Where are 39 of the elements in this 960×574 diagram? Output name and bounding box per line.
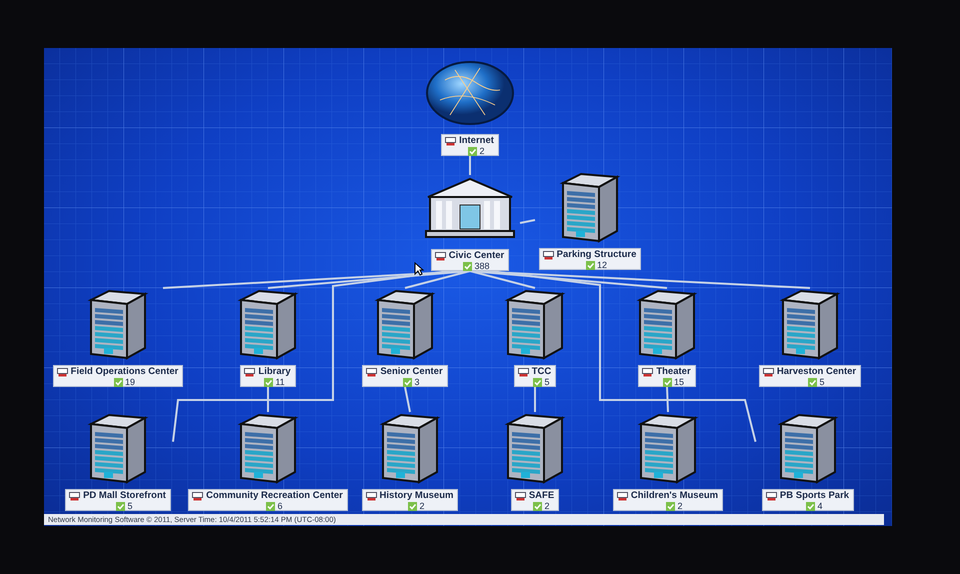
network-link — [469, 156, 471, 175]
sensor-count: 2 — [479, 146, 484, 156]
network-link — [666, 386, 669, 412]
device-name: History Museum — [380, 491, 454, 501]
sensor-count: 4 — [817, 501, 822, 511]
sensor-count: 15 — [674, 377, 684, 387]
network-link — [470, 270, 810, 289]
device-name: Library — [258, 367, 291, 377]
device-name: Field Operations Center — [70, 367, 178, 377]
device-name: Children's Museum — [630, 491, 718, 501]
device-name: SAFE — [528, 491, 554, 501]
device-name: Community Recreation Center — [206, 491, 343, 501]
device-name: Internet — [459, 136, 494, 146]
device-name: Parking Structure — [556, 250, 636, 260]
sensor-count: 2 — [419, 501, 424, 511]
sensor-count: 5 — [544, 377, 550, 387]
device-name: TCC — [532, 367, 552, 377]
network-link — [404, 386, 411, 412]
sensor-count: 12 — [596, 260, 607, 270]
network-link — [520, 219, 536, 224]
device-name: Senior Center — [380, 367, 443, 377]
network-link — [267, 387, 269, 412]
device-name: PD Mall Storefront — [83, 491, 166, 501]
network-link — [534, 387, 536, 412]
sensor-count: 5 — [127, 501, 132, 511]
device-name: Theater — [656, 367, 691, 377]
sensor-count: 19 — [124, 377, 135, 387]
device-name: Harveston Center — [776, 367, 856, 377]
device-name: PB Sports Park — [780, 491, 850, 501]
sensor-count: 11 — [275, 377, 285, 387]
sensor-count: 6 — [277, 501, 282, 511]
sensor-count: 388 — [474, 261, 490, 271]
sensor-count: 2 — [677, 501, 682, 511]
sensor-count: 3 — [414, 377, 420, 387]
network-link — [470, 270, 536, 289]
sensor-count: 5 — [819, 377, 824, 387]
network-link — [404, 270, 470, 289]
device-name: Civic Center — [448, 251, 504, 261]
sensor-count: 2 — [544, 501, 550, 511]
